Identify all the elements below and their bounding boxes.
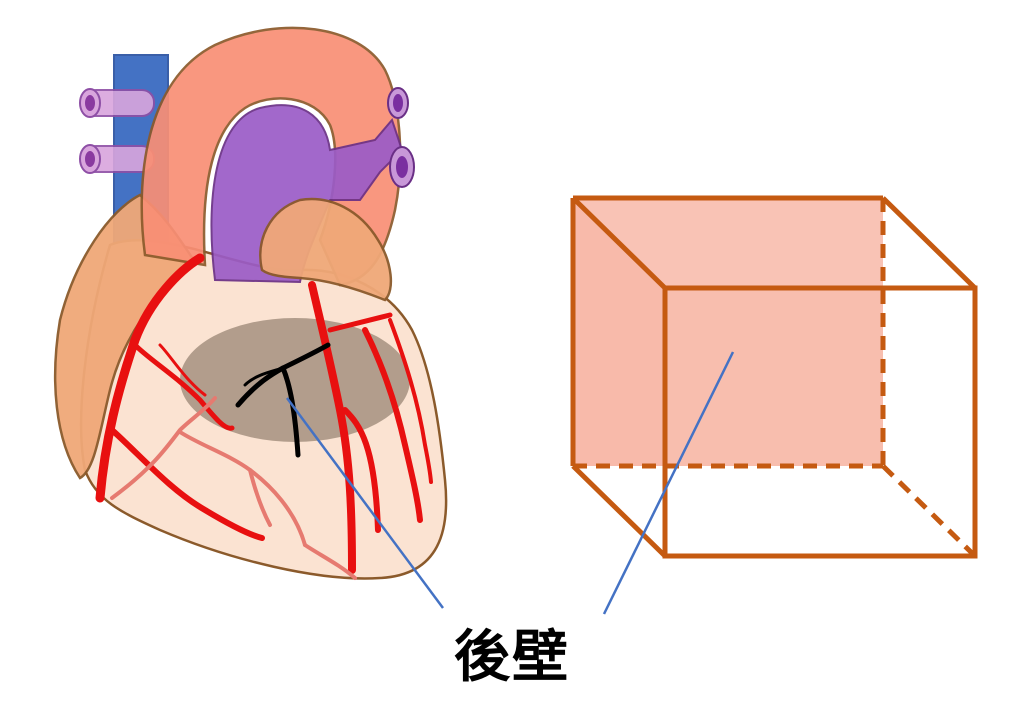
cube-diagram [570, 195, 978, 559]
coronary-arteries [95, 253, 433, 574]
front-face-shade [665, 288, 883, 466]
pointer-lines [285, 351, 735, 615]
pointer-line-cube [602, 351, 735, 615]
posterior-vessels [110, 396, 357, 580]
infarct-shadow [180, 318, 410, 442]
left-atrial-appendage [259, 197, 393, 302]
left-face [573, 198, 665, 466]
posterior-wall-label: 後壁 [454, 625, 570, 690]
cube-edges [570, 195, 978, 559]
occluded-artery [235, 342, 331, 458]
pointer-line-heart [285, 397, 445, 609]
heart-illustration [53, 26, 448, 580]
cube-hidden-edges [573, 198, 977, 558]
